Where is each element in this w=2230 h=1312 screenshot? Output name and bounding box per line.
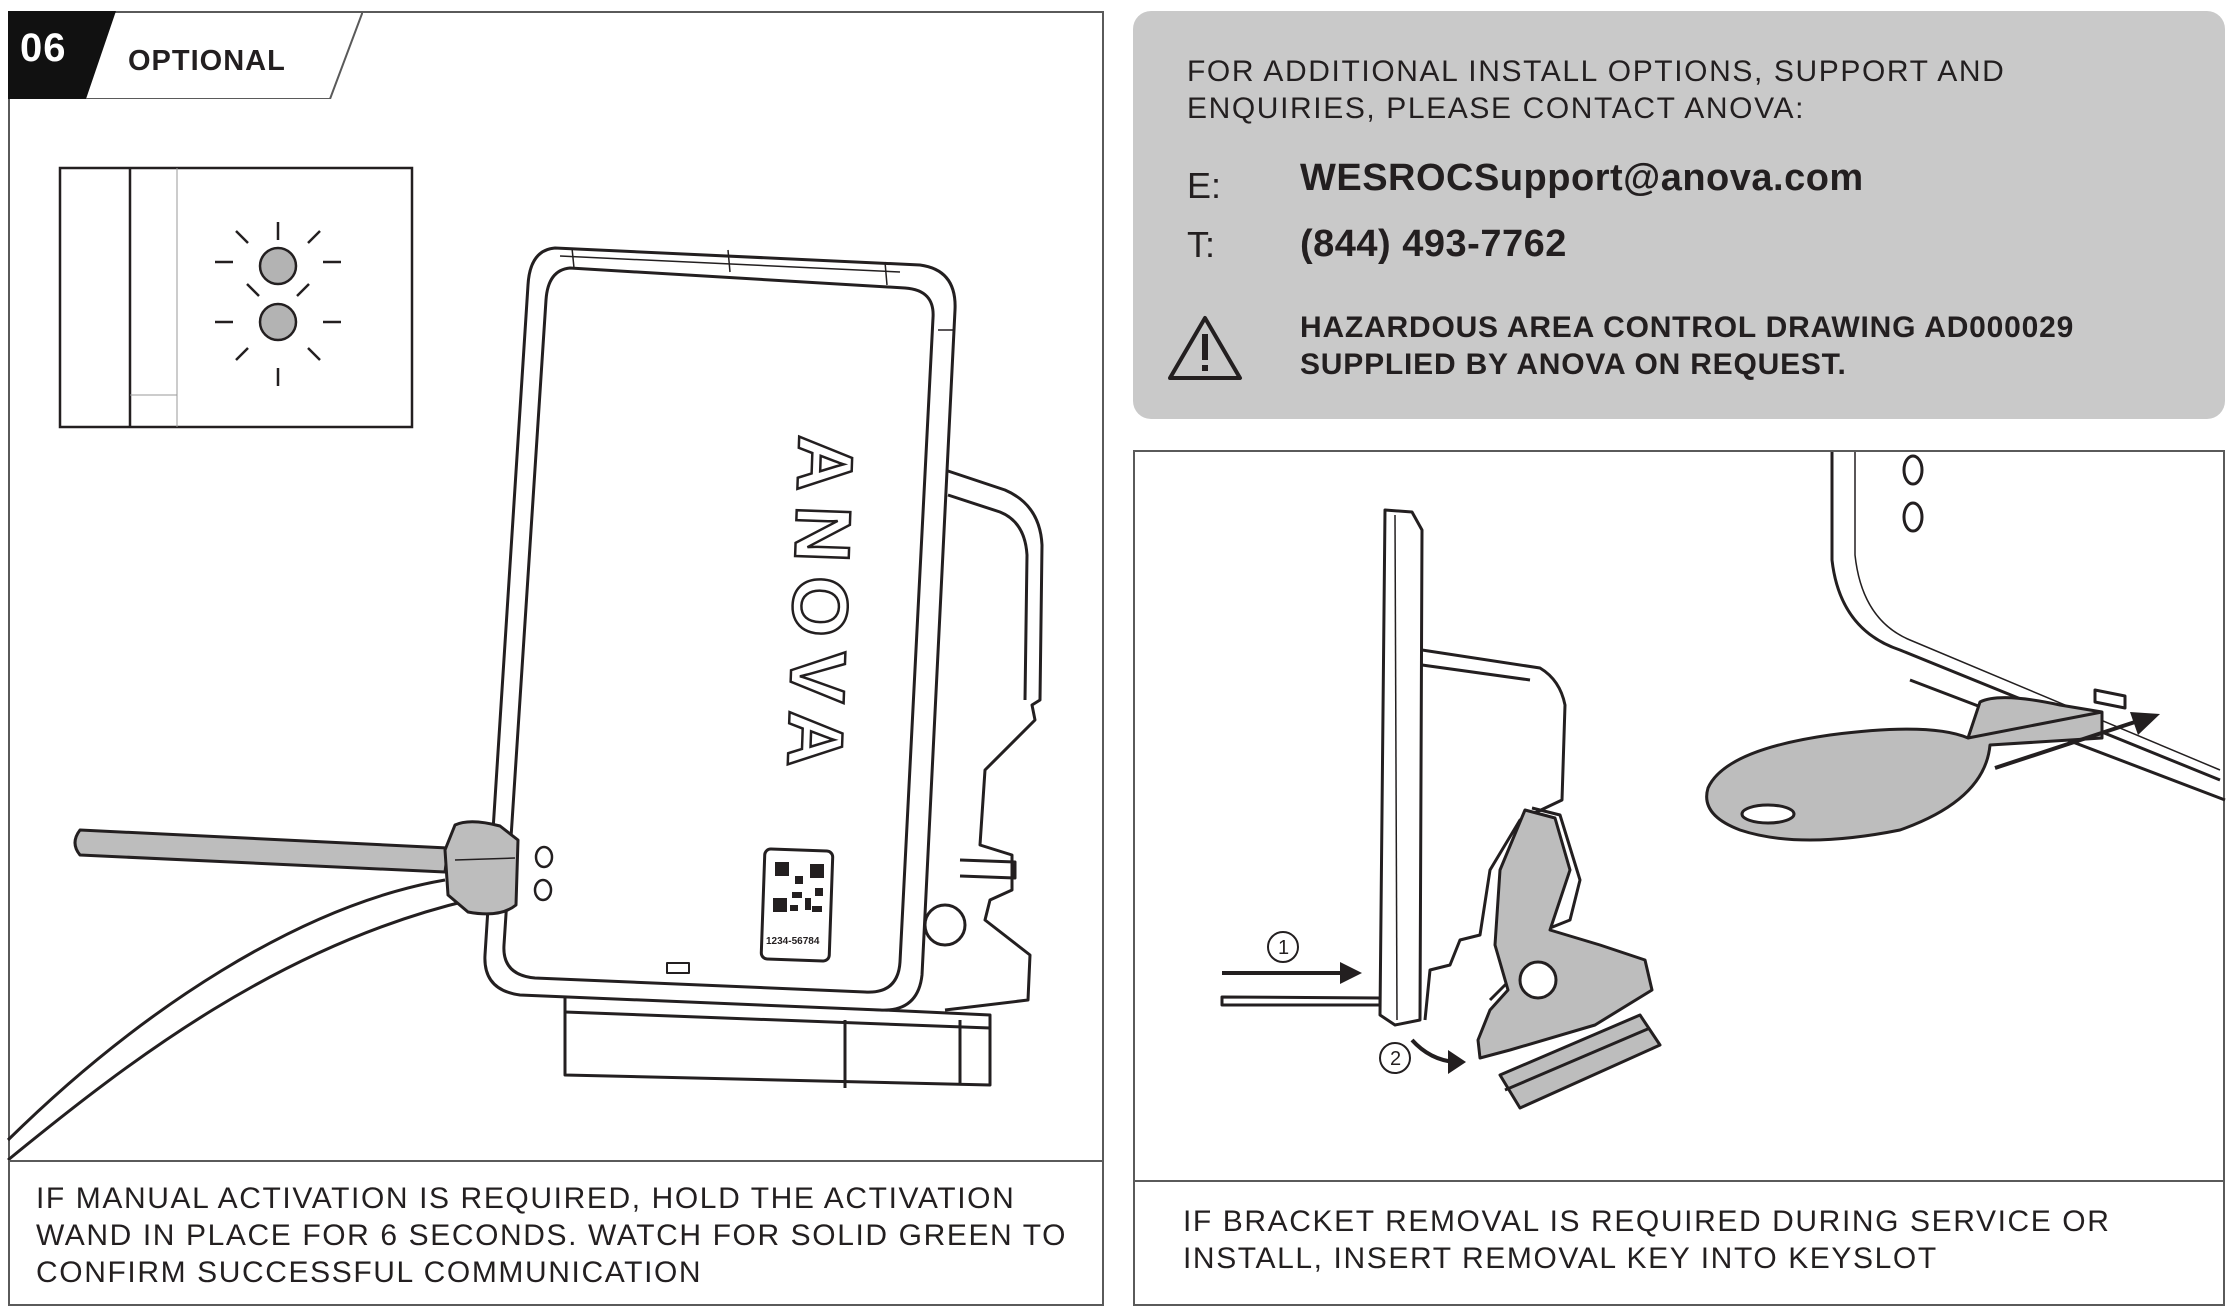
- caption-divider: [8, 1160, 1104, 1162]
- caption-divider-right: [1133, 1180, 2225, 1182]
- hazard-note: HAZARDOUS AREA CONTROL DRAWING AD000029 …: [1300, 311, 2075, 381]
- bracket-removal-caption: IF BRACKET REMOVAL IS REQUIRED DURING SE…: [1183, 1205, 2111, 1275]
- support-email[interactable]: WESROCSupport@anova.com: [1300, 157, 1864, 199]
- phone-key: T:: [1187, 224, 1216, 265]
- bracket-removal-panel: [1133, 450, 2225, 1306]
- contact-info-box: [1133, 11, 2225, 419]
- brand-logo: ANOVA: [769, 433, 872, 784]
- email-key: E:: [1187, 165, 1222, 206]
- step-label: OPTIONAL: [128, 45, 286, 77]
- activation-panel: [8, 11, 1104, 1306]
- support-phone[interactable]: (844) 493-7762: [1300, 223, 1567, 265]
- step-number: 06: [20, 26, 67, 70]
- activation-caption: IF MANUAL ACTIVATION IS REQUIRED, HOLD T…: [36, 1182, 1068, 1289]
- device-serial-label: 1234-56784: [766, 936, 820, 947]
- contact-intro: FOR ADDITIONAL INSTALL OPTIONS, SUPPORT …: [1187, 55, 2006, 125]
- step-tab: [8, 11, 363, 99]
